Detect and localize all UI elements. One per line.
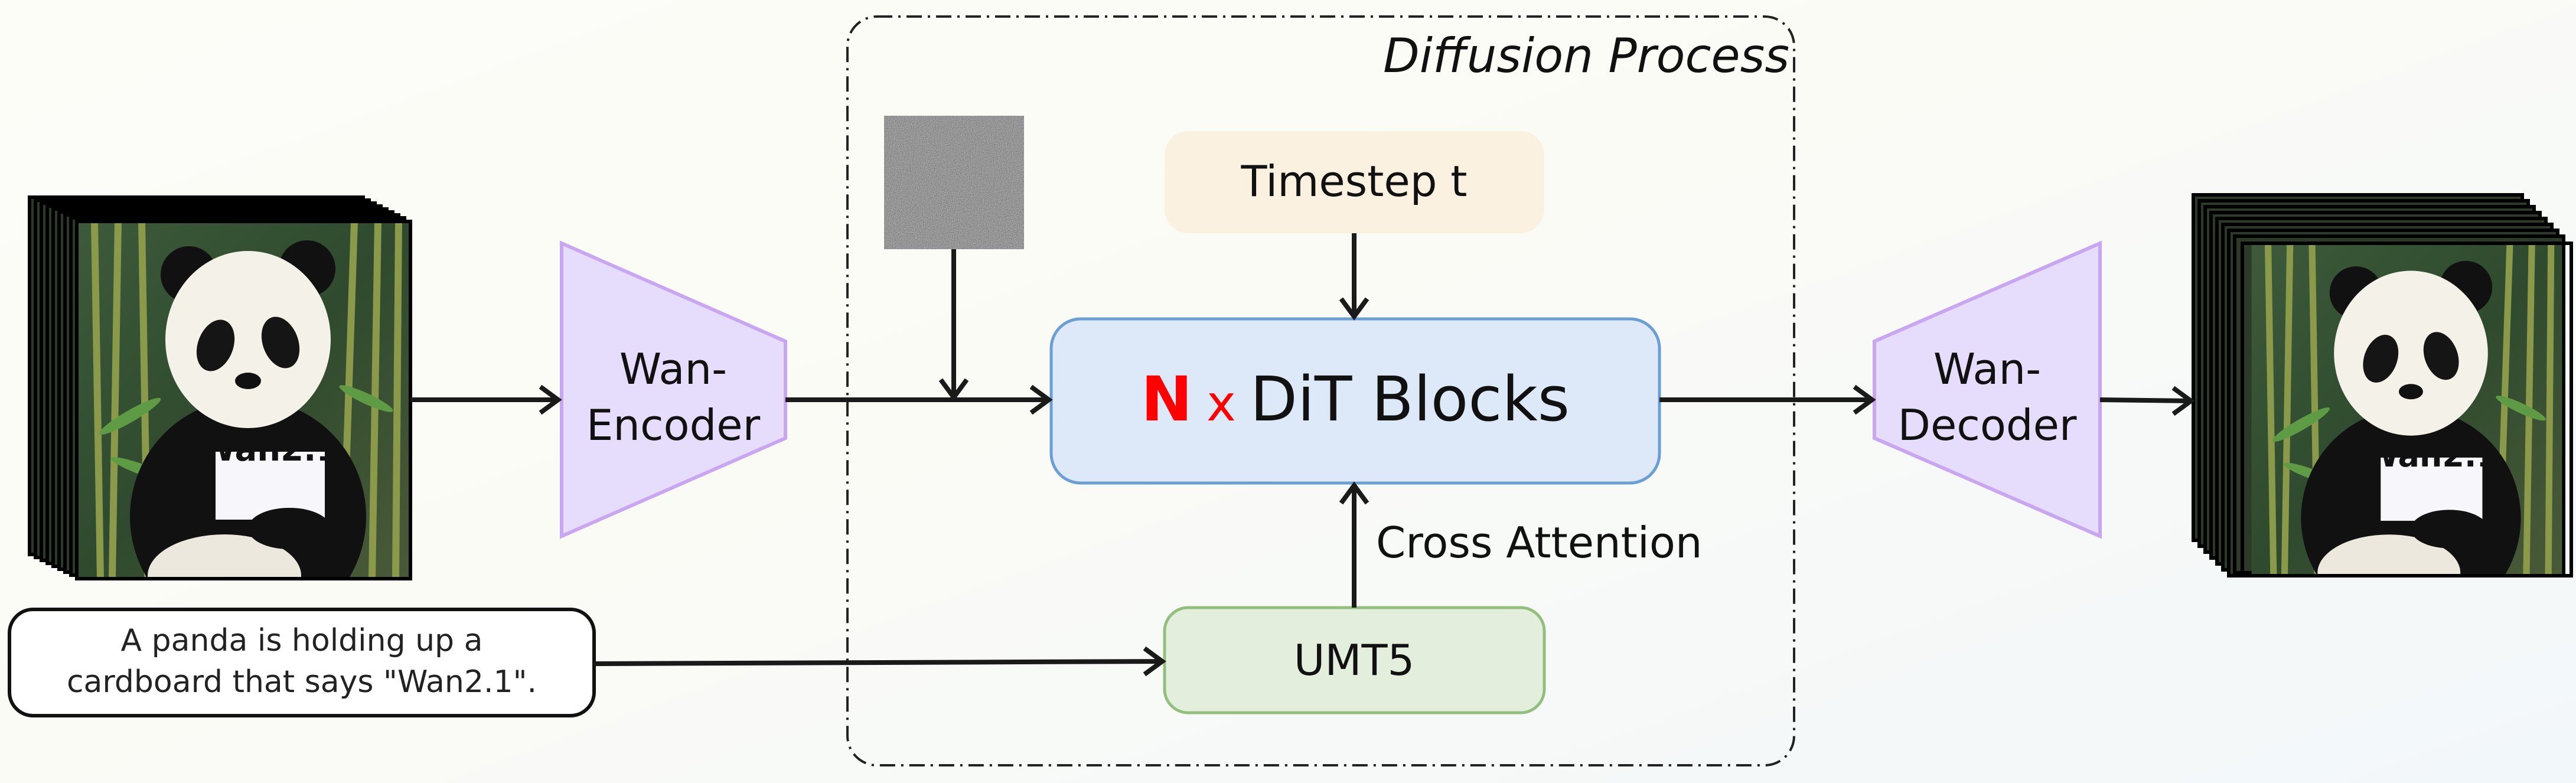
cross-attention-label: Cross Attention [1376,518,1703,567]
prompt-line2: cardboard that says "Wan2.1". [67,664,537,700]
timestep-box [1165,131,1544,233]
prompt-line1: A panda is holding up a [121,623,483,658]
panda-sign-text: Wan2.1 [2364,437,2499,474]
arrow-input-to-encoder [410,384,562,415]
arrow-decoder-to-output [2099,386,2195,416]
dit-n: N [1141,363,1192,435]
encoder-label-line1: Wan- [619,344,727,394]
noise-image-icon [884,116,1024,249]
dit-x: x [1207,374,1236,432]
arrow-umt5-to-dit [1339,481,1369,608]
arrow-prompt-to-umt5 [594,646,1166,677]
arrow-dit-to-decoder [1659,384,1876,415]
input-video-frames: Wan2.1 [28,195,412,635]
wan-decoder [1873,240,2102,539]
diffusion-process-title: Diffusion Process [1383,28,1789,83]
arrows [410,233,2195,677]
decoder-label-line1: Wan- [1933,344,2041,394]
decoder-label-line2: Decoder [1898,400,2077,450]
arrow-noise-to-merge [938,249,969,402]
diffusion-process-boundary [846,15,1795,766]
timestep-label: Timestep t [1240,156,1467,206]
arrow-encoder-to-dit [785,384,1053,415]
arrow-timestep-to-dit [1339,233,1369,321]
wan-encoder [560,240,787,539]
output-video-frames: Wan2.1 [2192,193,2573,628]
encoder-label-line2: Encoder [586,400,761,450]
dit-label: DiT Blocks [1250,363,1570,435]
panda-image [77,221,410,635]
umt5-label: UMT5 [1294,635,1415,685]
panda-sign-text: Wan2.1 [200,430,340,469]
panda-image [2252,243,2562,628]
